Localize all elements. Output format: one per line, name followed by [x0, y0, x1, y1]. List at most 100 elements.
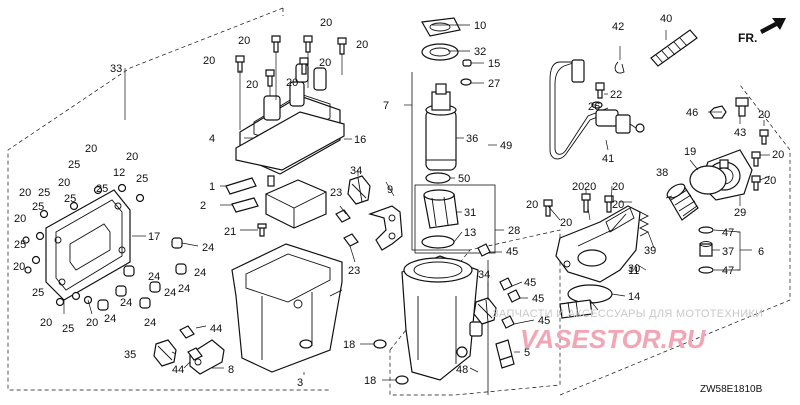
bracket-8	[189, 339, 225, 375]
screw-23a	[335, 209, 351, 223]
pump-cover-10	[421, 17, 461, 37]
callout-47b: 47	[722, 265, 734, 277]
filter-spring	[638, 211, 650, 237]
washer-18a	[373, 339, 387, 349]
callout-13: 13	[464, 227, 476, 239]
callout-24d: 24	[120, 297, 132, 309]
callout-5: 5	[524, 347, 530, 359]
callout-35: 35	[124, 349, 136, 361]
callout-48: 48	[456, 364, 468, 376]
part-6-bracket	[737, 231, 741, 271]
washer-47-upper	[698, 226, 714, 234]
damper-bracket-9	[368, 205, 403, 251]
callout-41: 41	[602, 153, 614, 165]
bolt-20-top-b	[303, 35, 313, 53]
float-chamber-float	[265, 179, 327, 229]
callout-labels: 1 2 3 4 5 6 7 8 9 10 11 12 13 14 15 16 1…	[13, 13, 784, 389]
screw-45a	[477, 243, 491, 257]
callout-7: 7	[383, 100, 389, 112]
callout-20m: 20	[13, 261, 25, 273]
washer-47-lower	[698, 266, 714, 274]
callout-20c: 20	[356, 39, 368, 51]
callout-25e: 25	[32, 201, 44, 213]
bolt-20-case	[581, 193, 591, 213]
strainer-31	[423, 189, 459, 229]
callout-20r: 20	[560, 217, 572, 229]
callout-6: 6	[758, 246, 764, 258]
callout-3: 3	[297, 377, 303, 389]
callout-19: 19	[684, 146, 696, 158]
grommet-37	[699, 243, 713, 257]
callout-24b: 24	[148, 271, 160, 283]
callout-46: 46	[686, 107, 698, 119]
callout-24c: 24	[194, 267, 206, 279]
bolt-43	[735, 97, 749, 117]
callout-24h: 24	[144, 317, 156, 329]
callout-25g: 25	[32, 287, 44, 299]
diagram-code: ZW58E1810B	[700, 384, 763, 395]
callout-25f: 25	[14, 239, 26, 251]
callout-20f: 20	[286, 77, 298, 89]
callout-21: 21	[224, 226, 236, 238]
callout-23a: 23	[330, 187, 342, 199]
callout-26: 26	[588, 101, 600, 113]
collars-24	[97, 237, 187, 311]
callout-9: 9	[387, 184, 393, 196]
callout-31: 31	[464, 207, 476, 219]
callout-20v: 20	[772, 149, 784, 161]
direction-label: FR.	[738, 31, 757, 45]
callout-47a: 47	[722, 227, 734, 239]
watermark-caption: ЗАПЧАСТИ И АКСЕССУАРЫ ДЛЯ МОТОТЕХНИКИ	[492, 308, 763, 320]
callout-45c: 45	[532, 293, 544, 305]
bolt-20-top-e	[265, 69, 275, 87]
filter-case	[555, 205, 641, 283]
callout-20n: 20	[40, 317, 52, 329]
pulsation-damper-34	[347, 175, 371, 205]
o-ring-50	[425, 172, 451, 184]
callout-28: 28	[508, 225, 520, 237]
drain-screw-5	[495, 339, 515, 369]
callout-45a: 45	[506, 246, 518, 258]
callout-24a: 24	[202, 242, 214, 254]
screw-22	[595, 82, 605, 99]
callout-17: 17	[148, 231, 160, 243]
callout-40: 40	[660, 13, 672, 25]
hose-clip	[614, 61, 625, 74]
callout-42: 42	[612, 21, 624, 33]
bolt-20-right-a	[759, 129, 769, 145]
callout-37: 37	[722, 246, 734, 258]
callout-25i: 25	[96, 183, 108, 195]
callout-10: 10	[474, 20, 486, 32]
wire-harness	[549, 59, 645, 160]
callout-20w: 20	[764, 175, 776, 187]
callout-20k: 20	[19, 187, 31, 199]
callout-20u: 20	[758, 109, 770, 121]
leader-lines	[63, 24, 771, 381]
retainer-ring-32	[421, 43, 459, 61]
callout-20p: 20	[612, 181, 624, 193]
screw-23b	[343, 233, 359, 247]
bolt-20-top-d	[235, 55, 245, 73]
callout-43: 43	[734, 127, 746, 139]
callout-2: 2	[200, 200, 206, 212]
collar-15	[462, 59, 472, 67]
callout-49: 49	[500, 140, 512, 152]
callout-20l: 20	[14, 213, 26, 225]
fuel-pump-36	[425, 83, 457, 171]
callout-20j: 20	[58, 177, 70, 189]
callout-24e: 24	[164, 287, 176, 299]
callout-20i: 20	[126, 151, 138, 163]
hose-clamp-11	[559, 299, 593, 319]
callout-20e: 20	[246, 79, 258, 91]
callout-45d: 45	[538, 315, 550, 327]
callout-38: 38	[656, 167, 668, 179]
callout-33: 33	[110, 63, 122, 75]
washer-18b	[395, 375, 409, 385]
fuel-filter-element	[666, 183, 699, 221]
callout-20s: 20	[612, 199, 624, 211]
breather-hose	[650, 29, 698, 67]
callout-20b: 20	[320, 17, 332, 29]
callout-34b: 34	[478, 269, 490, 281]
grommet-27	[460, 78, 472, 86]
